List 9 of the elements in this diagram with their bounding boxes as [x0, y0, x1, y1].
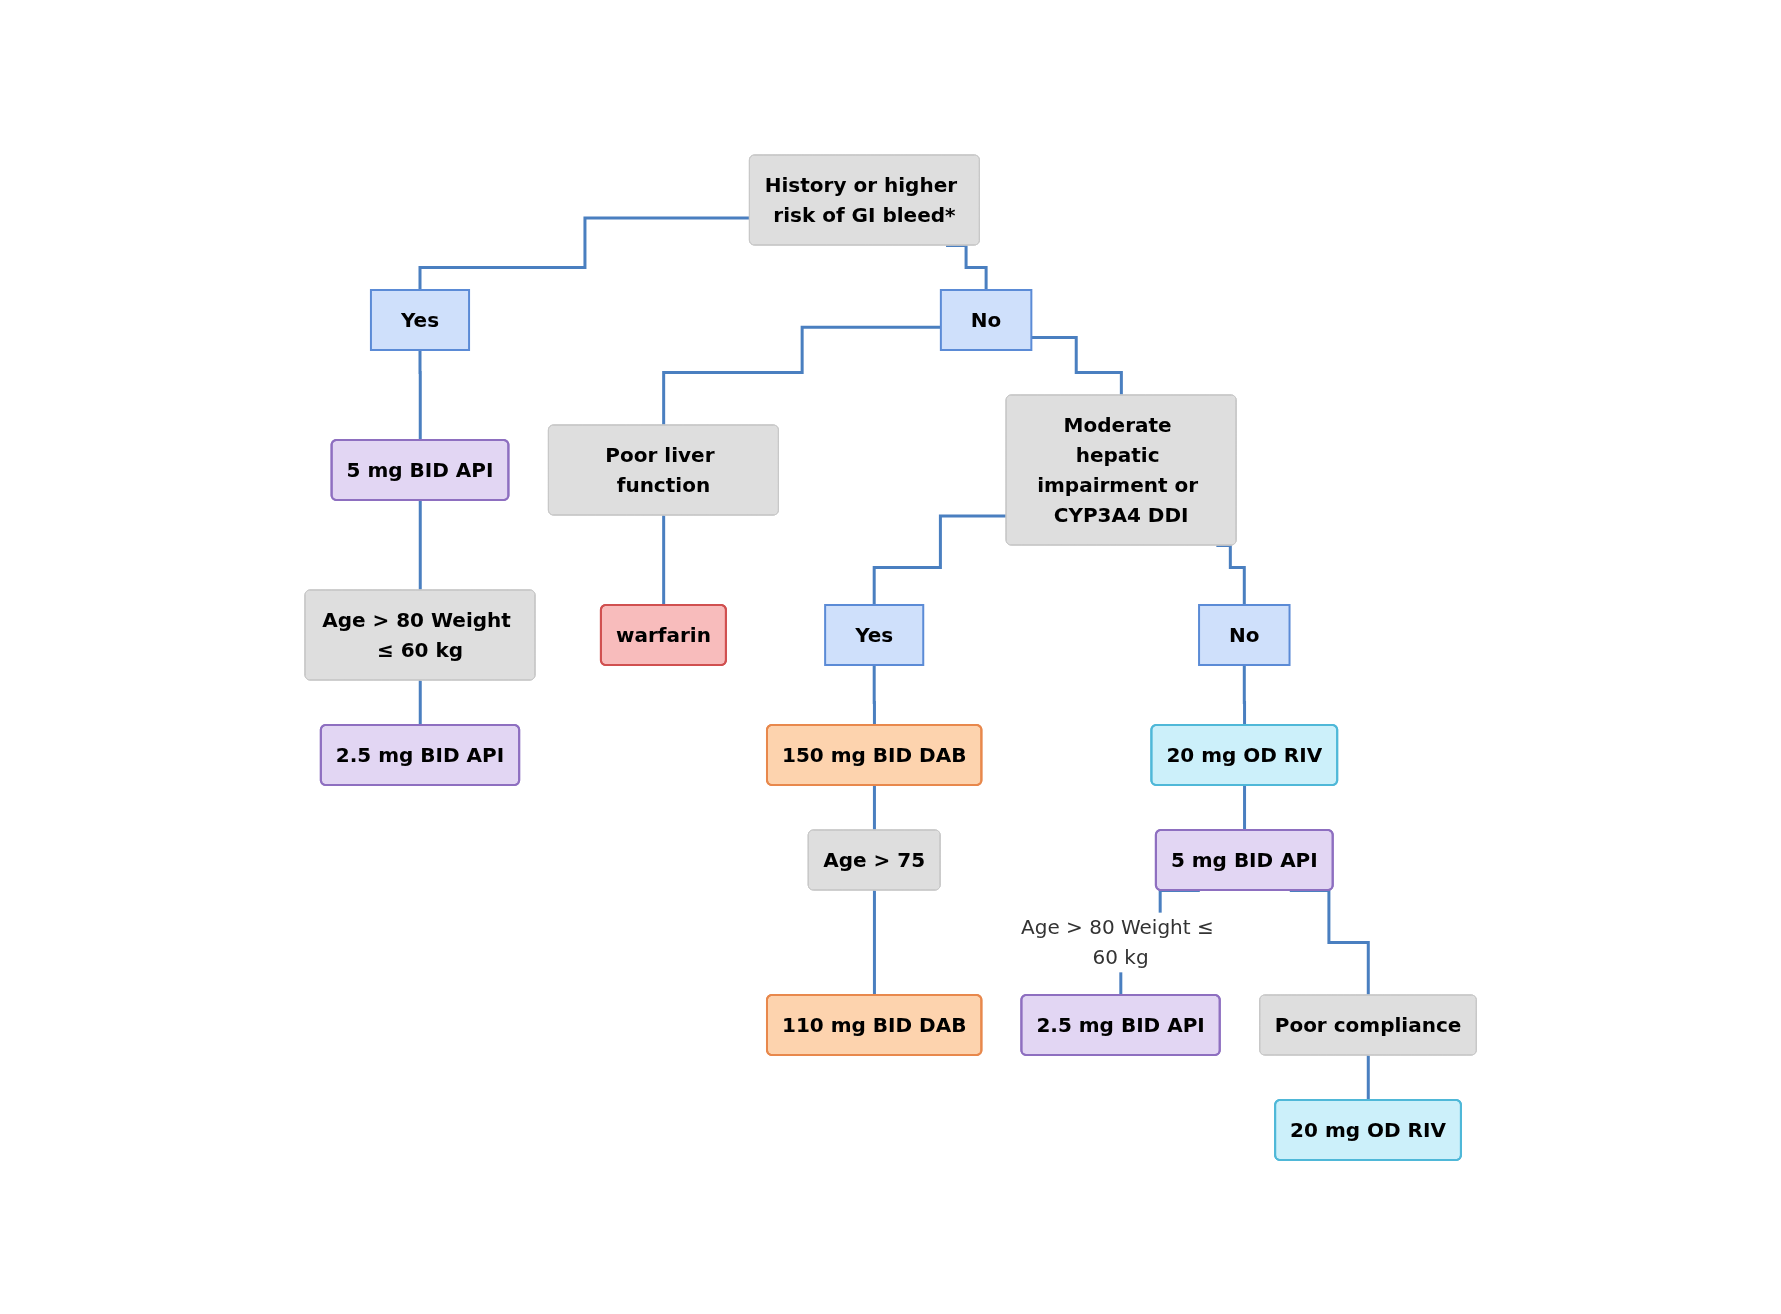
node-box: No [1197, 603, 1291, 666]
node-box: No [939, 288, 1033, 351]
node-box: Yes [823, 603, 925, 666]
connector [945, 243, 988, 291]
edge-label: Age > 80 Weight ≤ 60 kg [1020, 914, 1214, 969]
node-box: Yes [369, 288, 470, 351]
connector [1216, 543, 1246, 606]
connector [418, 215, 750, 291]
connector [872, 513, 1007, 606]
